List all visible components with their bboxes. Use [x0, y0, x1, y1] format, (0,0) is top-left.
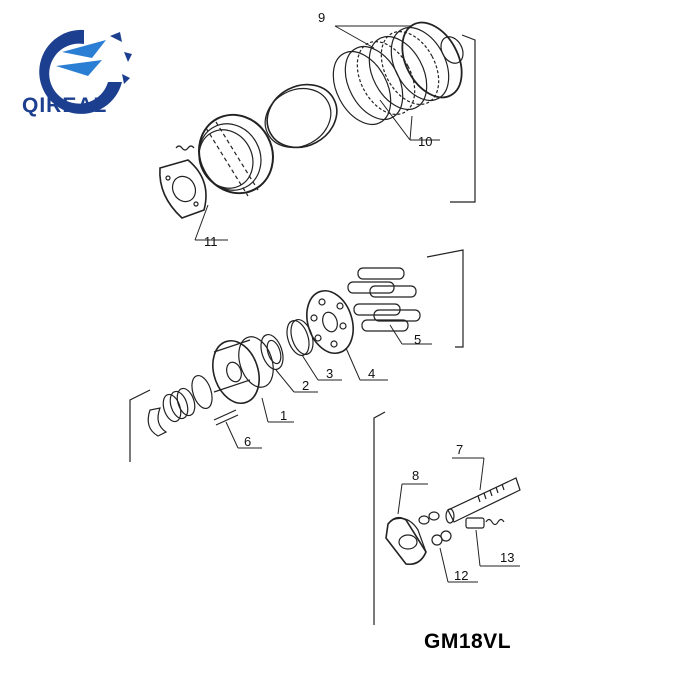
callout-10: 10	[418, 134, 432, 149]
callout-7: 7	[456, 442, 463, 457]
spring-set	[147, 374, 213, 437]
drive-shaft	[445, 477, 521, 524]
bracket-middle	[129, 249, 464, 462]
brake-piston	[198, 113, 274, 197]
leader-lines	[194, 25, 520, 583]
callout-8: 8	[412, 468, 419, 483]
callout-1: 1	[280, 408, 287, 423]
pin	[213, 409, 239, 426]
spring-top	[175, 145, 195, 151]
valve-plate	[159, 159, 207, 219]
model-label: GM18VL	[424, 630, 512, 653]
cylinder-block	[212, 336, 274, 404]
spring-13	[465, 517, 505, 529]
callout-4: 4	[368, 366, 375, 381]
shoe-parts	[418, 511, 452, 546]
brand-logo-icon	[39, 29, 132, 114]
swash-plate	[385, 516, 427, 566]
callout-9: 9	[318, 10, 325, 25]
ring	[264, 83, 338, 149]
piston-assembly	[347, 267, 421, 332]
callout-11: 11	[204, 234, 218, 249]
callout-2: 2	[302, 378, 309, 393]
bracket-bottom	[373, 411, 386, 625]
bracket-top	[450, 34, 476, 203]
callout-5: 5	[414, 332, 421, 347]
brand-name: QIREAL	[22, 94, 108, 117]
callout-13: 13	[500, 550, 514, 565]
callout-3: 3	[326, 366, 333, 381]
ball-guide	[286, 319, 314, 356]
callout-6: 6	[244, 434, 251, 449]
friction-plates-9-10	[332, 21, 464, 125]
spacer	[260, 334, 284, 370]
callout-12: 12	[454, 568, 468, 583]
